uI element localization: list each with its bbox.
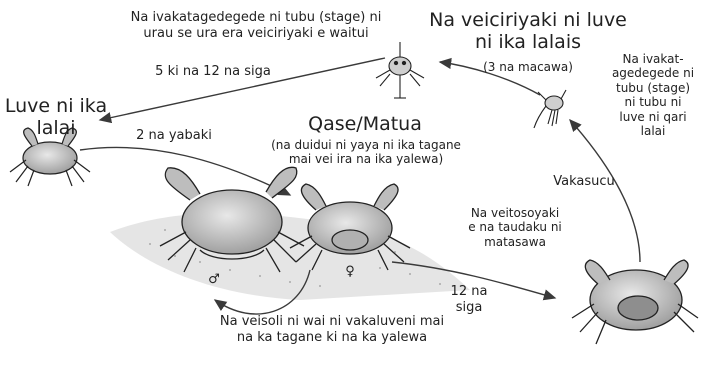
juvenile-title-line-2: lalai: [36, 116, 76, 139]
right-stage-note: Na ivakat- agedegede ni tubu (stage) ni …: [604, 52, 702, 138]
spawning-note-line-1: Na veitosoyaki: [470, 206, 560, 220]
juvenile-crab-illustration: [9, 127, 91, 187]
larvae-title-line-2: ni ika lalais: [474, 30, 581, 53]
mating-note-line-2: na ka tagane ki na ka yalewa: [236, 329, 428, 345]
adult-note: (na duidui ni yaya ni ika tagane mai vei…: [262, 138, 470, 167]
twelve-days-line-1: 12 na: [450, 284, 488, 299]
female-symbol: ♀: [345, 264, 355, 279]
top-left-note-line-1: Na ivakatagedegede ni tubu (stage) ni: [130, 10, 382, 25]
adult-title: Qase/Matua: [308, 113, 422, 135]
megalopa-illustration: [533, 89, 567, 129]
spawning-note: Na veitosoyaki e na taudaku ni matasawa: [458, 206, 572, 249]
arrow-juvenile-to-adult: [79, 146, 292, 196]
right-note-line-5: luve ni qari: [619, 109, 687, 124]
juvenile-title: Luve ni ika lalai: [4, 95, 108, 140]
male-symbol: ♂: [208, 272, 220, 287]
arrow-larvae-to-juvenile: [98, 57, 386, 124]
larvae-duration: (3 na macawa): [483, 60, 573, 74]
right-note-line-3: tubu (stage): [615, 80, 691, 95]
arrow-adult-to-spawning: [391, 261, 557, 301]
right-note-line-1: Na ivakat-: [622, 52, 684, 66]
larvae-title: Na veiciriyaki ni luve ni ika lalais: [406, 9, 650, 54]
top-left-stage-note: Na ivakatagedegede ni tubu (stage) ni ur…: [120, 10, 392, 41]
male-crab-illustration: [159, 166, 305, 273]
egg-bearing-crab-illustration: [571, 259, 699, 345]
spawning-note-line-3: matasawa: [484, 234, 546, 249]
spawning-note-line-2: e na taudaku ni: [468, 220, 562, 235]
top-left-note-line-2: urau se ura era veiciriyaki e waitui: [143, 25, 369, 41]
mating-note-line-1: Na veisoli ni wai ni vakaluveni mai: [219, 314, 445, 329]
adult-note-line-1: (na duidui ni yaya ni ika tagane: [271, 138, 461, 152]
juvenile-title-line-1: Luve ni ika: [4, 95, 108, 117]
mating-note: Na veisoli ni wai ni vakaluveni mai na k…: [182, 314, 482, 345]
larvae-title-line-1: Na veiciriyaki ni luve: [429, 9, 627, 31]
right-note-line-4: ni tubu ni: [624, 95, 682, 110]
right-note-line-6: lalai: [640, 123, 666, 138]
arrow-spawning-to-hatching: [569, 118, 641, 263]
arrow-mating: [213, 269, 311, 315]
female-crab-illustration: [289, 183, 411, 271]
twelve-days-line-2: siga: [455, 299, 483, 315]
arrow-megalopa-to-larvae: [438, 57, 541, 96]
arrow-label-2-years: 2 na yabaki: [136, 128, 212, 143]
hatching-label: Vakasucu: [553, 174, 615, 189]
arrow-label-5-to-12-days: 5 ki na 12 na siga: [155, 64, 271, 79]
larva-illustration: [375, 42, 425, 99]
right-note-line-2: agedegede ni: [611, 66, 695, 81]
arrow-label-12-days: 12 na siga: [444, 284, 494, 315]
adult-note-line-2: mai vei ira na ika yalewa): [288, 152, 444, 167]
